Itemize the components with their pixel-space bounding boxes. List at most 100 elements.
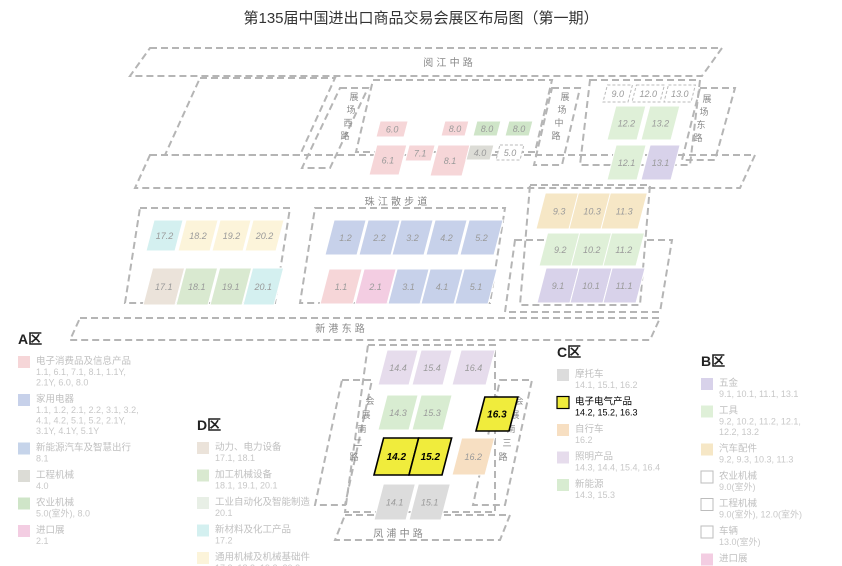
hall-16-3[interactable]: 16.3 — [474, 396, 519, 432]
hall-13-1[interactable]: 13.1 — [640, 144, 681, 181]
legend-item-name: 照明产品 — [575, 451, 613, 463]
hall-8-0[interactable]: 8.0 — [440, 120, 470, 137]
legend-item-name: 新能源汽车及智慧出行 — [36, 442, 132, 454]
hall-shape — [451, 349, 496, 386]
legend-item-name: 农业机械 — [719, 470, 758, 482]
legend-item: 工具9.2, 10.2, 11.2, 12.1,12.2, 13.2 — [701, 405, 801, 437]
hall-label: 9.2 — [554, 245, 567, 255]
hall-shape — [640, 144, 681, 181]
hall-label: 1.2 — [339, 233, 352, 243]
hall-label: 4.2 — [440, 233, 453, 243]
hall-label: 1.1 — [335, 282, 348, 292]
hall-9-0[interactable]: 9.0 — [602, 84, 634, 103]
hall-4-0[interactable]: 4.0 — [465, 144, 495, 161]
hall-16-2[interactable]: 16.2 — [451, 437, 496, 476]
legend-swatch — [701, 553, 713, 566]
hall-17-2[interactable]: 17.2 — [145, 219, 184, 252]
hall-4-2[interactable]: 4.2 — [425, 219, 468, 256]
hall-17-1[interactable]: 17.1 — [142, 267, 186, 306]
hall-5-0[interactable]: 5.0 — [495, 144, 525, 161]
hall-15-3[interactable]: 15.3 — [411, 394, 453, 431]
hall-3-2[interactable]: 3.2 — [391, 219, 434, 256]
zone-outline — [133, 154, 757, 189]
hall-19-1[interactable]: 19.1 — [209, 267, 253, 306]
hall-20-1[interactable]: 20.1 — [242, 267, 285, 306]
hall-6-0[interactable]: 6.0 — [375, 120, 409, 138]
hall-label: 5.1 — [470, 282, 483, 292]
hall-15-4[interactable]: 15.4 — [411, 349, 453, 386]
hall-12-1[interactable]: 12.1 — [606, 144, 647, 181]
hall-14-1[interactable]: 14.1 — [373, 483, 417, 521]
hall-shape — [142, 267, 186, 306]
hall-16-4[interactable]: 16.4 — [451, 349, 496, 386]
zone-title: D区 — [197, 417, 221, 433]
hall-2-2[interactable]: 2.2 — [358, 219, 401, 256]
hall-shape — [407, 437, 453, 476]
hall-6-1[interactable]: 6.1 — [368, 144, 408, 176]
hall-label: 4.1 — [436, 282, 449, 292]
hall-13-2[interactable]: 13.2 — [640, 105, 681, 141]
legend-item-name: 电子电气产品 — [575, 396, 632, 408]
hall-14-3[interactable]: 14.3 — [377, 394, 419, 431]
hall-19-2[interactable]: 19.2 — [211, 219, 252, 252]
hall-5-1[interactable]: 5.1 — [454, 268, 498, 305]
hall-7-1[interactable]: 7.1 — [404, 144, 436, 162]
legend-item-halls: 9.0(室外), 12.0(室外) — [719, 509, 802, 520]
svg-text:展: 展 — [349, 92, 358, 103]
hall-shape — [495, 144, 525, 161]
hall-label: 18.2 — [189, 231, 207, 241]
hall-8-0[interactable]: 8.0 — [504, 120, 534, 137]
hall-5-2[interactable]: 5.2 — [459, 219, 504, 256]
zone-outline — [354, 79, 554, 153]
legend-item-halls: 13.0(室外) — [719, 536, 761, 547]
hall-18-1[interactable]: 18.1 — [175, 267, 219, 306]
legend-swatch — [18, 442, 30, 455]
hall-shape — [429, 144, 471, 177]
hall-4-1[interactable]: 4.1 — [420, 268, 464, 305]
hall-15-2[interactable]: 15.2 — [407, 437, 453, 476]
legend-item-halls: 1.1, 6.1, 7.1, 8.1, 1.1Y, — [36, 367, 126, 377]
hall-shape — [354, 268, 397, 305]
hall-8-1[interactable]: 8.1 — [429, 144, 471, 177]
hall-1-1[interactable]: 1.1 — [319, 268, 363, 305]
hall-label: 20.2 — [255, 231, 274, 241]
hall-18-2[interactable]: 18.2 — [177, 219, 219, 252]
hall-11-2[interactable]: 11.2 — [602, 232, 646, 267]
legend-item-name: 五金 — [719, 377, 739, 389]
hall-14-4[interactable]: 14.4 — [377, 349, 419, 386]
hall-11-1[interactable]: 11.1 — [602, 267, 646, 304]
legend-swatch — [18, 470, 30, 482]
hall-shape — [368, 144, 408, 176]
hall-2-1[interactable]: 2.1 — [354, 268, 397, 305]
hall-label: 15.4 — [423, 363, 441, 373]
hall-12-2[interactable]: 12.2 — [606, 105, 647, 141]
legend-swatch — [18, 356, 30, 368]
hall-1-2[interactable]: 1.2 — [324, 219, 367, 256]
legend-item: 五金9.1, 10.1, 11.1, 13.1 — [701, 377, 798, 399]
hall-13-0[interactable]: 13.0 — [663, 84, 697, 103]
legend-item-halls: 8.1 — [36, 454, 49, 464]
hall-shape — [640, 105, 681, 141]
hall-label: 12.1 — [618, 158, 636, 168]
hall-label: 19.2 — [223, 231, 241, 241]
hall-12-0[interactable]: 12.0 — [631, 84, 666, 103]
hall-15-1[interactable]: 15.1 — [408, 483, 452, 521]
hall-shape — [209, 267, 253, 306]
zone-outline — [128, 47, 724, 77]
legend-swatch — [700, 470, 714, 484]
legend-swatch — [197, 497, 209, 509]
hall-shape — [145, 219, 184, 252]
hall-label: 6.0 — [386, 125, 399, 135]
legend-item-name: 加工机械设备 — [215, 469, 273, 481]
hall-8-0[interactable]: 8.0 — [472, 120, 502, 137]
hall-3-1[interactable]: 3.1 — [387, 268, 430, 305]
hall-11-3[interactable]: 11.3 — [600, 192, 649, 230]
hall-20-2[interactable]: 20.2 — [244, 219, 285, 252]
zone-outline — [680, 87, 737, 161]
hall-label: 10.1 — [582, 281, 600, 291]
